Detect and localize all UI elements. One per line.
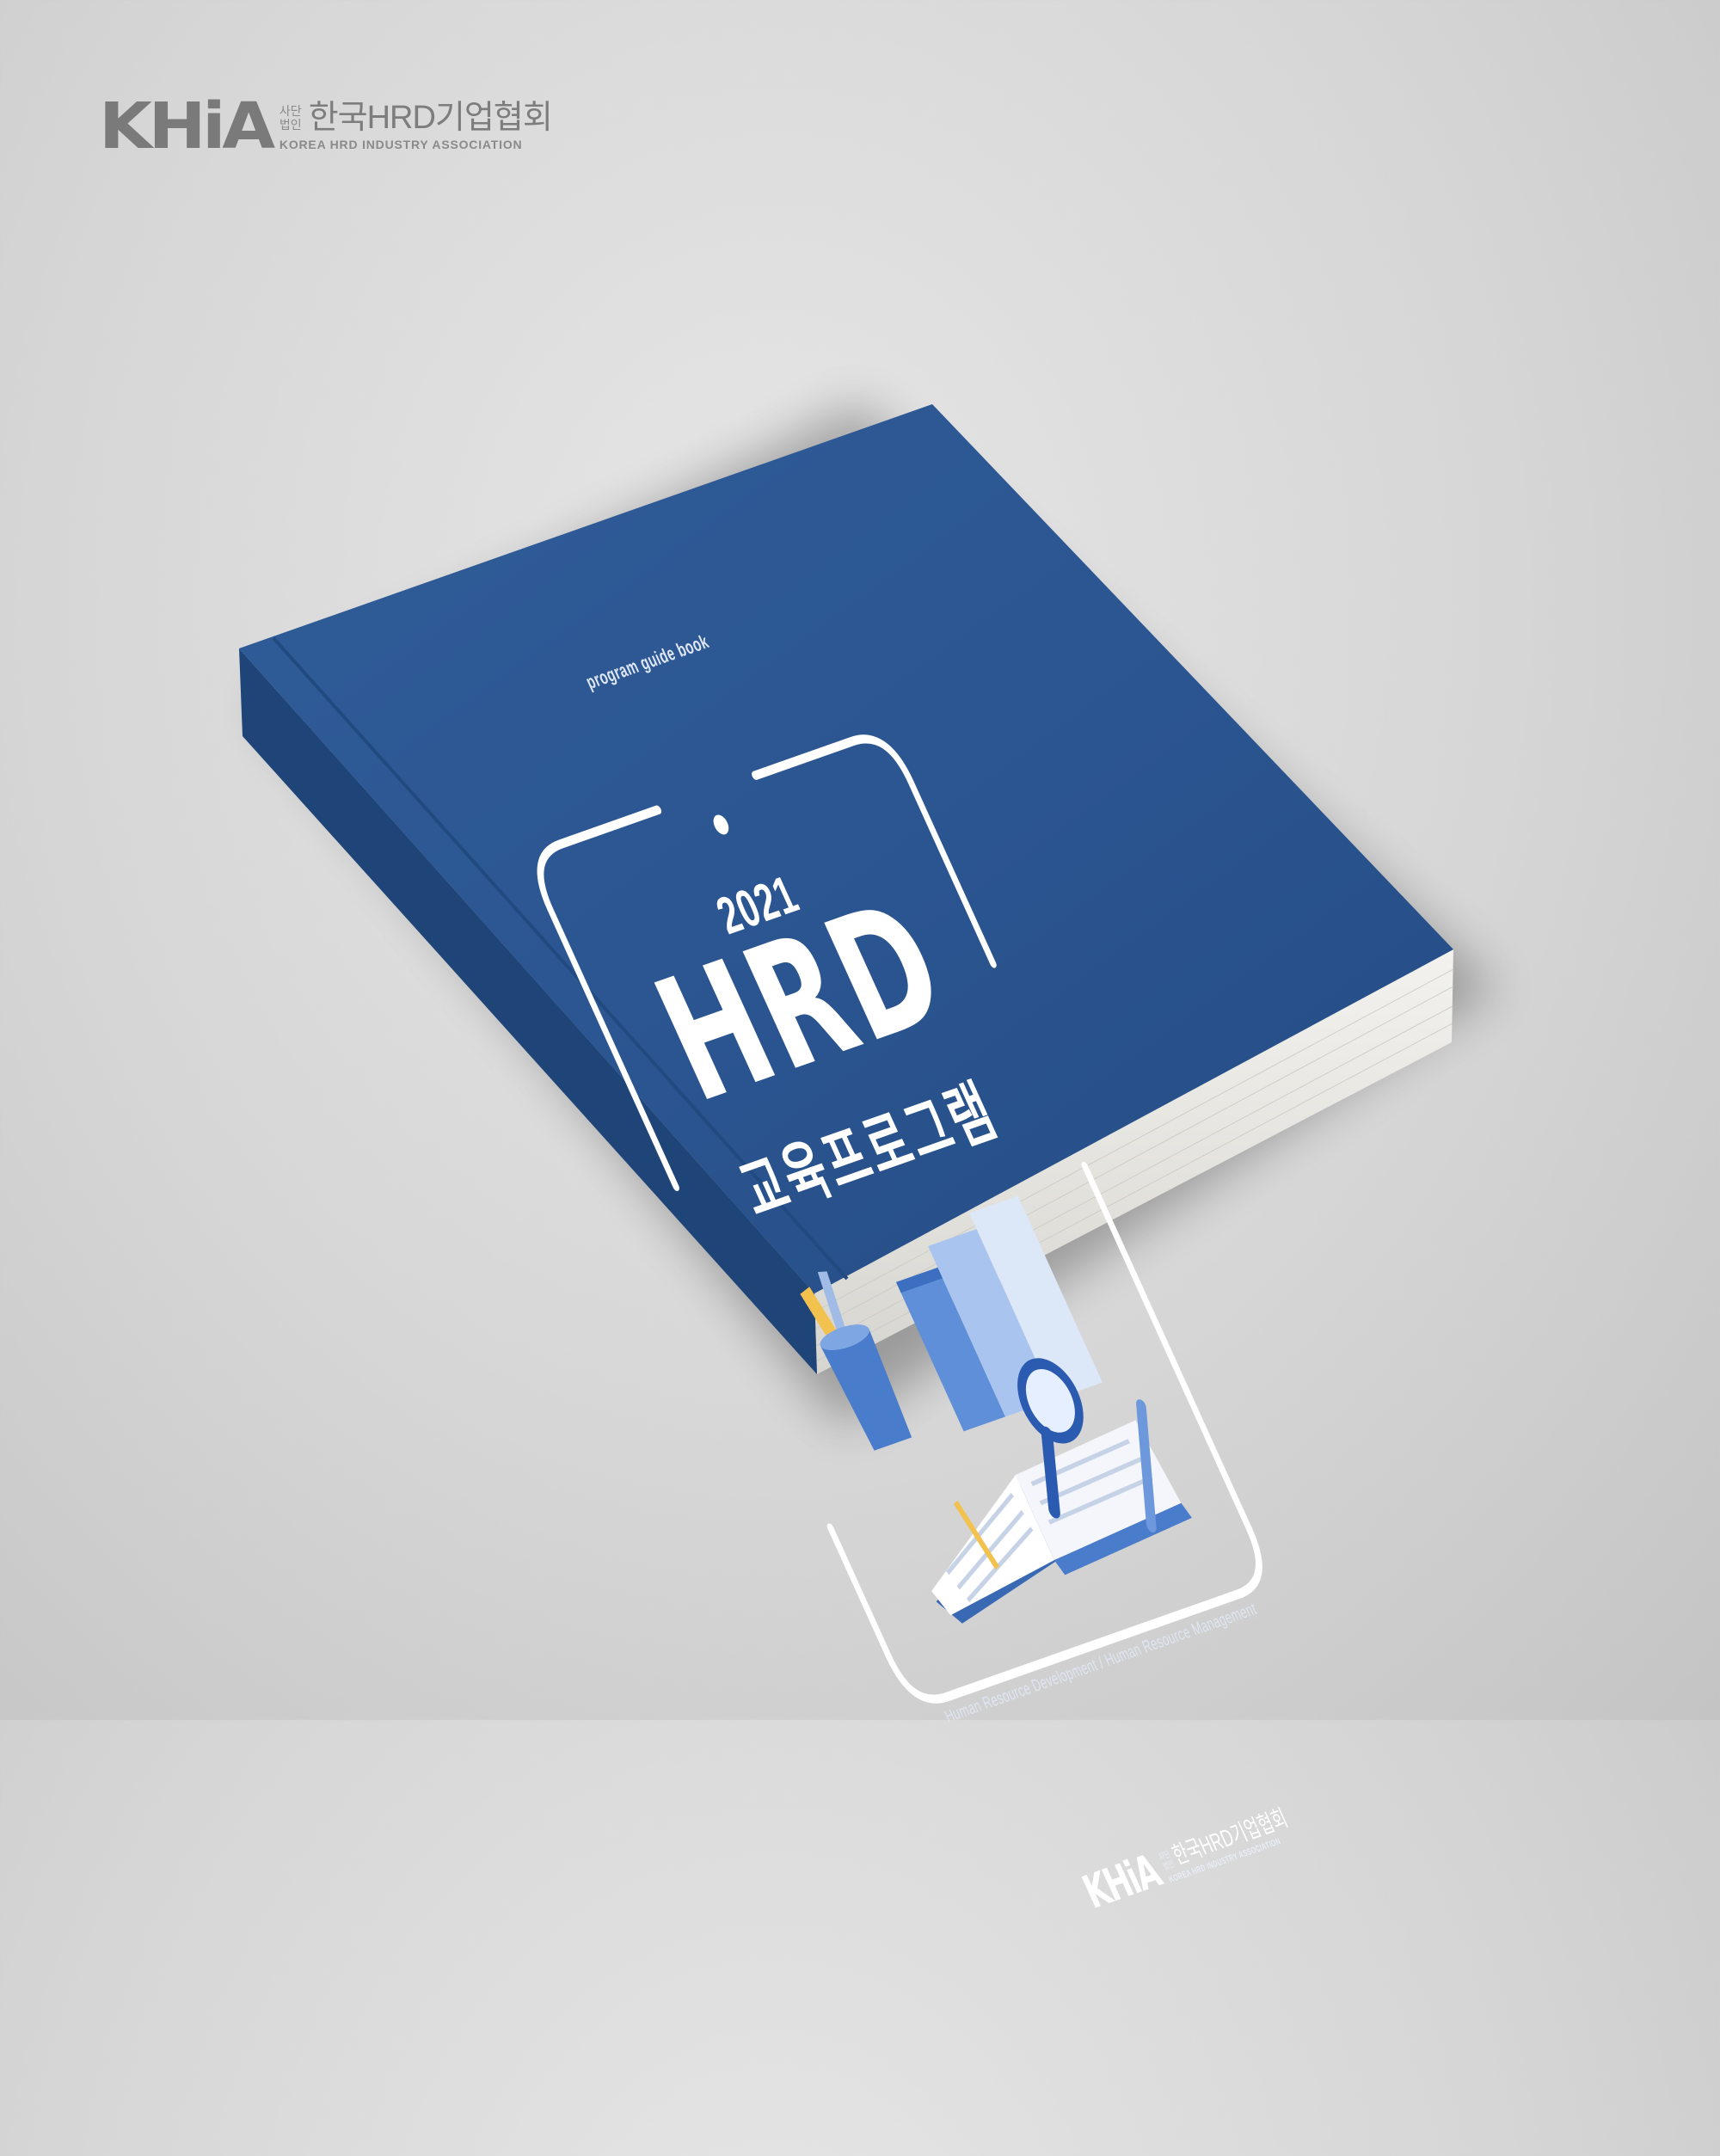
brand-legal-line1: 사단 — [279, 104, 302, 118]
brand-name-kr: 한국HRD기업협회 — [308, 100, 553, 136]
brand-wordmark: KHiA — [99, 89, 275, 163]
cover-logo-legal-line2: 법인 — [1161, 1858, 1176, 1872]
brand-legal-line2: 법인 — [279, 118, 302, 132]
pen-cup-icon — [800, 1271, 912, 1451]
brand-legal-mark: 사단 법인 — [280, 104, 302, 132]
book-cover-artwork: program guide book 2021 HRD 교육프로그램 — [239, 404, 1615, 2156]
brand-top-row: 사단 법인 한국HRD기업협회 — [280, 100, 553, 136]
books-illustration — [800, 1195, 1192, 1624]
brand-text: 사단 법인 한국HRD기업협회 KOREA HRD INDUSTRY ASSOC… — [279, 100, 553, 151]
cover-hinge — [272, 636, 849, 1281]
book-cover — [239, 404, 1453, 1293]
magnifier-icon — [1017, 1358, 1084, 1519]
pencil-icon — [1136, 1399, 1157, 1533]
frame-dot — [713, 814, 729, 835]
open-book-icon — [931, 1420, 1192, 1624]
brand-name-en: KOREA HRD INDUSTRY ASSOCIATION — [279, 138, 523, 151]
cover-frame — [537, 734, 1262, 1704]
brand-logo: KHiA 사단 법인 한국HRD기업협회 KOREA HRD INDUSTRY … — [99, 89, 553, 163]
book-spine — [239, 648, 817, 1374]
